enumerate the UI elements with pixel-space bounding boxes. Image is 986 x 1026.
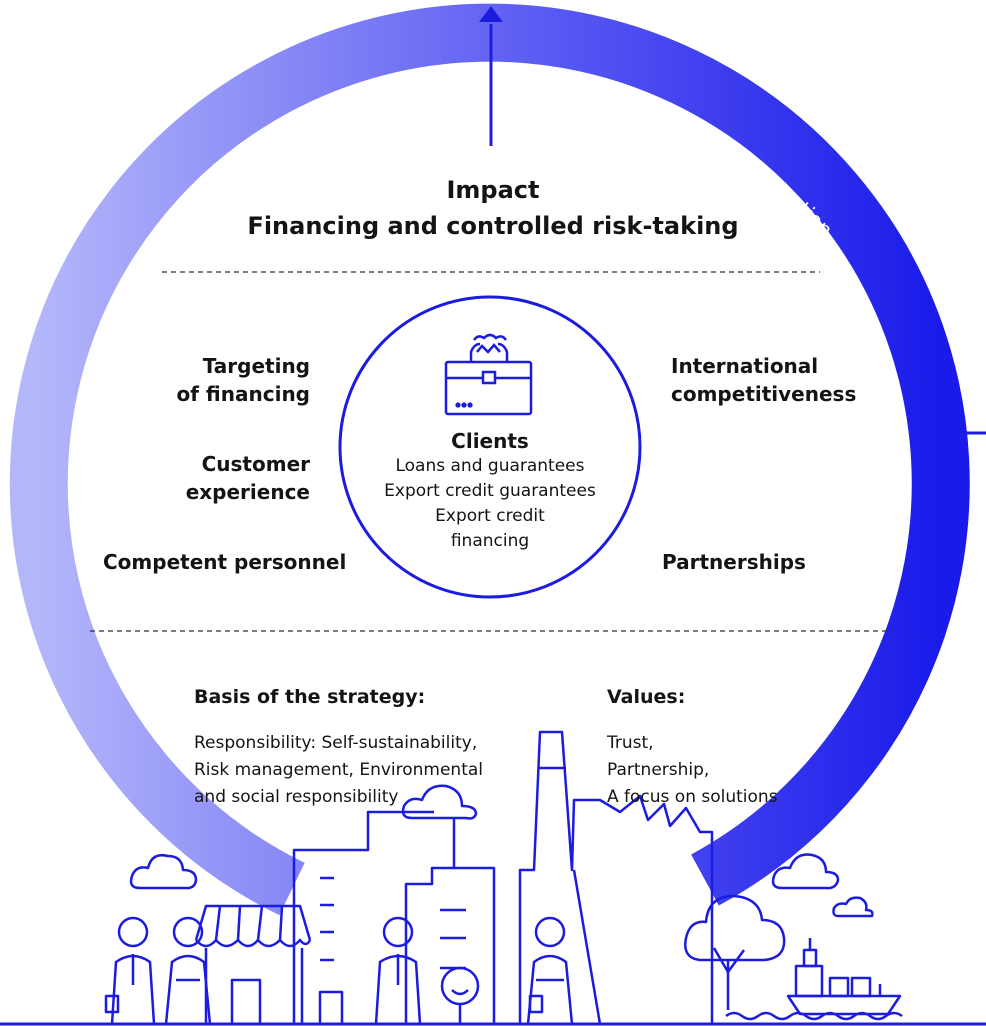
cloud-icon xyxy=(832,896,874,918)
values-heading: Values: xyxy=(607,686,686,708)
center-circle xyxy=(338,295,642,599)
office-building-icon xyxy=(292,810,434,1024)
cloud-icon xyxy=(129,854,198,890)
left-item-competent-personnel: Competent personnel xyxy=(103,550,347,574)
strategy-basis: Basis of the strategy: Responsibility: S… xyxy=(194,664,554,830)
clients-title: Clients xyxy=(451,429,529,453)
tree-icon xyxy=(684,894,786,1010)
clients-services: Loans and guarantees Export credit guara… xyxy=(384,456,596,551)
left-item-customer-experience: Customer experience xyxy=(185,452,310,504)
person-icon xyxy=(526,916,574,1025)
right-item-international-competitiveness: International competitiveness xyxy=(671,354,857,406)
left-item-targeting: Targeting of financing xyxy=(176,354,310,406)
person-icon xyxy=(164,916,212,1025)
values-body: Trust, Partnership, A focus on solutions xyxy=(607,733,778,807)
briefcase-icon xyxy=(444,333,533,416)
arrow-up-icon xyxy=(479,6,503,146)
right-item-partnerships: Partnerships xyxy=(662,550,806,574)
factory-icon xyxy=(518,730,714,1024)
strategy-body: Responsibility: Self-sustainability, Ris… xyxy=(194,733,484,807)
office-building-icon xyxy=(404,866,496,1024)
person-icon xyxy=(374,916,422,1025)
outer-ring xyxy=(9,3,970,916)
impact-subtitle: Financing and controlled risk-taking xyxy=(247,212,739,240)
person-icon xyxy=(104,916,156,1025)
strategy-heading: Basis of the strategy: xyxy=(194,686,426,708)
center-clients: Clients Loans and guarantees Export cred… xyxy=(342,428,638,554)
cloud-icon xyxy=(401,784,478,820)
cargo-ship-icon xyxy=(725,938,903,1021)
values-block: Values: Trust, Partnership, A focus on s… xyxy=(607,664,867,830)
tree-icon xyxy=(440,966,480,1024)
impact-title: Impact xyxy=(446,176,540,204)
cloud-icon xyxy=(771,853,840,890)
